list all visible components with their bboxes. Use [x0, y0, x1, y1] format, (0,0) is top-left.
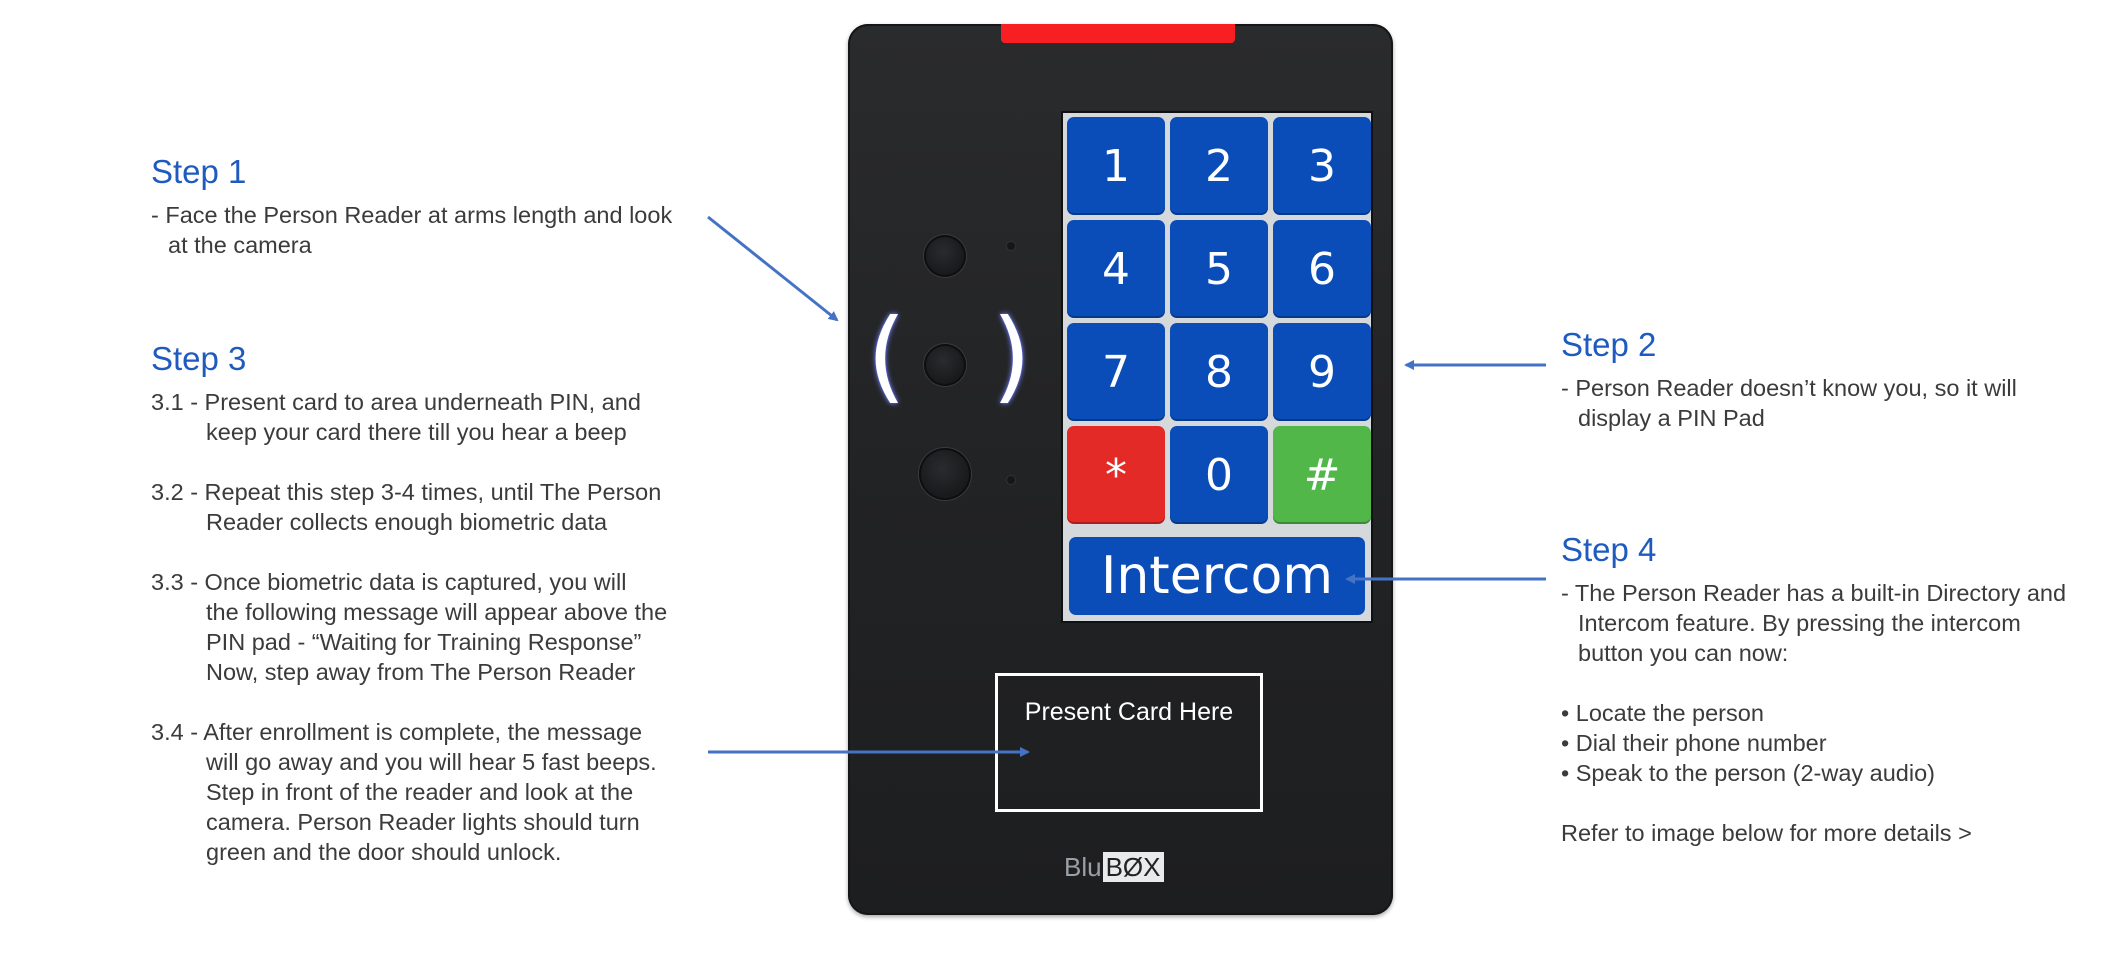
step4-footer: Refer to image below for more details >: [1561, 820, 1972, 846]
step3-item-line: Step in front of the reader and look at …: [206, 779, 634, 805]
step3-item-3-3: 3.3 - Once biometric data is captured, y…: [151, 567, 667, 687]
key-star[interactable]: *: [1067, 426, 1165, 524]
step3-item-line: will go away and you will hear 5 fast be…: [206, 749, 657, 775]
card-reader-label: Present Card Here: [1024, 698, 1234, 726]
step2-line-2: display a PIN Pad: [1578, 405, 1765, 431]
key-9[interactable]: 9: [1273, 323, 1371, 421]
sensor-top: [924, 235, 966, 277]
indicator-dot: [1007, 242, 1015, 250]
blubox-logo: Blu BØX: [1064, 852, 1164, 882]
step4-line-2: Intercom feature. By pressing the interc…: [1578, 610, 2021, 636]
key-2[interactable]: 2: [1170, 117, 1268, 215]
step1-line-2: at the camera: [168, 232, 312, 258]
key-6[interactable]: 6: [1273, 220, 1371, 318]
step3-item-line: PIN pad - “Waiting for Training Response…: [206, 629, 642, 655]
step4-bullet: • Locate the person: [1561, 700, 1764, 726]
step1-text: - Face the Person Reader at arms length …: [151, 200, 672, 260]
step4-line-1: - The Person Reader has a built-in Direc…: [1561, 580, 2067, 606]
indicator-dot: [1007, 476, 1015, 484]
sensor-bottom: [919, 448, 971, 500]
step4-text: - The Person Reader has a built-in Direc…: [1561, 578, 2066, 848]
key-7[interactable]: 7: [1067, 323, 1165, 421]
key-1[interactable]: 1: [1067, 117, 1165, 215]
key-5[interactable]: 5: [1170, 220, 1268, 318]
intercom-button[interactable]: Intercom: [1069, 537, 1365, 615]
step3-item-line: Now, step away from The Person Reader: [206, 659, 636, 685]
camera-lens: [924, 344, 966, 386]
step3-item-3-4: 3.4 - After enrollment is complete, the …: [151, 717, 667, 867]
step3-item-3-1: 3.1 - Present card to area underneath PI…: [151, 387, 667, 447]
key-0[interactable]: 0: [1170, 426, 1268, 524]
step3-text: 3.1 - Present card to area underneath PI…: [151, 387, 667, 867]
step4-bullet: • Dial their phone number: [1561, 730, 1827, 756]
step2-text: - Person Reader doesn’t know you, so it …: [1561, 373, 2017, 433]
pin-keypad: 1 2 3 4 5 6 7 8 9 * 0 # Intercom: [1061, 111, 1373, 623]
status-led-bar: [1001, 24, 1235, 43]
logo-text-blu: Blu: [1064, 852, 1102, 882]
key-3[interactable]: 3: [1273, 117, 1371, 215]
card-reader-area: Present Card Here: [995, 673, 1263, 812]
step2-title: Step 2: [1561, 326, 1657, 363]
step3-item-line: Reader collects enough biometric data: [206, 509, 608, 535]
rfid-left-bracket-icon: (: [867, 297, 907, 414]
step3-item-line: 3.1 - Present card to area underneath PI…: [151, 389, 641, 415]
step1-title: Step 1: [151, 153, 247, 190]
step3-item-3-2: 3.2 - Repeat this step 3-4 times, until …: [151, 477, 667, 537]
step3-item-line: 3.3 - Once biometric data is captured, y…: [151, 569, 627, 595]
key-hash[interactable]: #: [1273, 426, 1371, 524]
step3-item-line: 3.2 - Repeat this step 3-4 times, until …: [151, 479, 662, 505]
step1-line-1: - Face the Person Reader at arms length …: [151, 202, 673, 228]
step3-item-line: the following message will appear above …: [206, 599, 668, 625]
step4-bullet: • Speak to the person (2-way audio): [1561, 760, 1935, 786]
step3-item-line: 3.4 - After enrollment is complete, the …: [151, 719, 643, 745]
step3-item-line: keep your card there till you hear a bee…: [206, 419, 627, 445]
step2-line-1: - Person Reader doesn’t know you, so it …: [1561, 375, 2017, 401]
step3-item-line: camera. Person Reader lights should turn: [206, 809, 640, 835]
rfid-right-bracket-icon: ): [992, 297, 1032, 414]
logo-text-box: BØX: [1102, 852, 1164, 882]
step3-item-line: green and the door should unlock.: [206, 839, 562, 865]
step4-line-3: button you can now:: [1578, 640, 1789, 666]
arrow-step1: [707, 215, 839, 322]
key-8[interactable]: 8: [1170, 323, 1268, 421]
step4-title: Step 4: [1561, 531, 1657, 568]
step3-title: Step 3: [151, 340, 247, 377]
key-4[interactable]: 4: [1067, 220, 1165, 318]
